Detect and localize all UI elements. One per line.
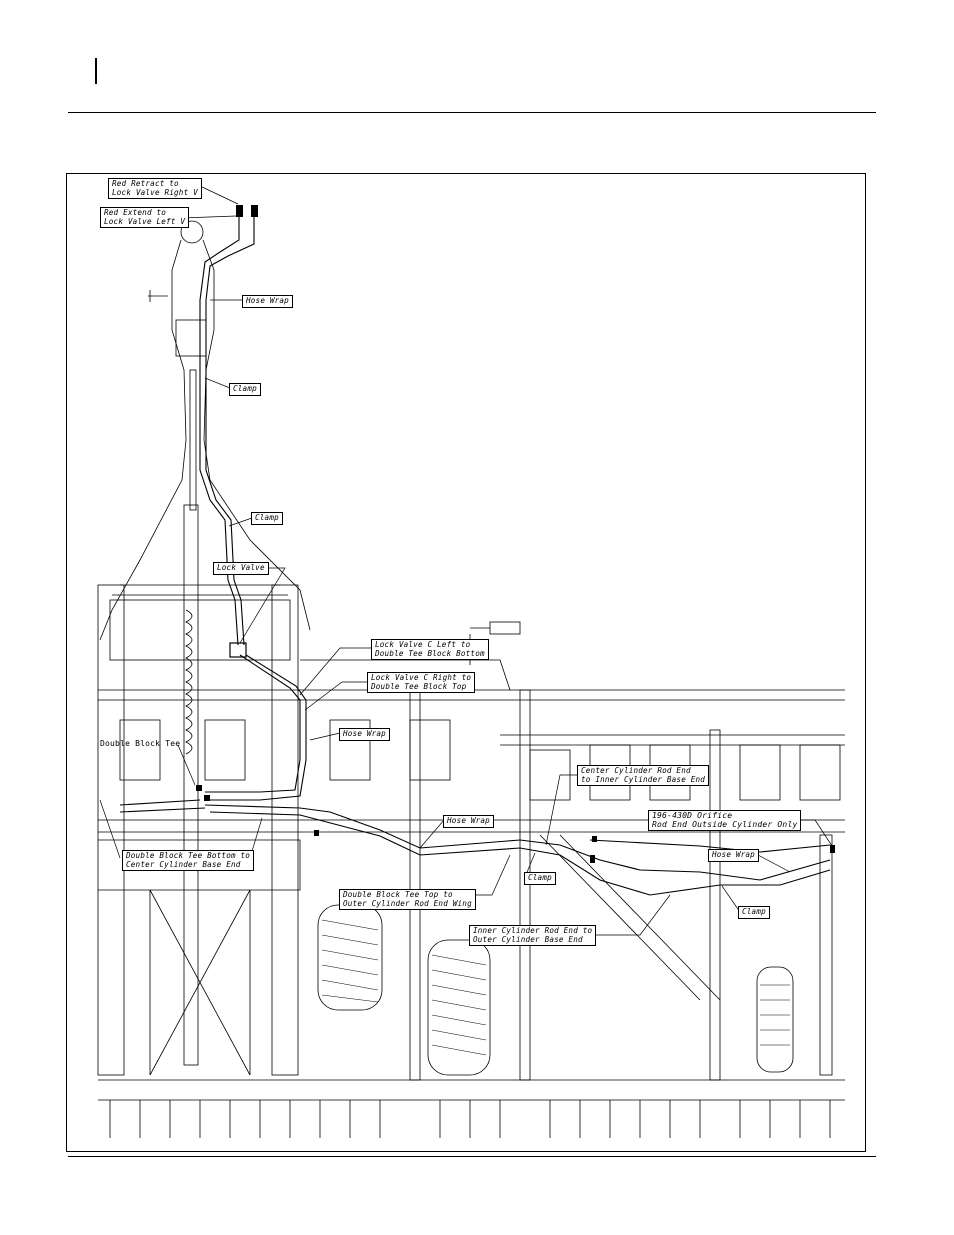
- tongue-right-edge: [202, 239, 311, 631]
- callout-inner-cyl-rod: Inner Cylinder Rod End to Outer Cylinder…: [469, 925, 597, 947]
- upper-arm: [300, 659, 511, 691]
- wing-brace: [539, 834, 721, 1001]
- shanks: [109, 1100, 831, 1138]
- center-platform: [98, 839, 301, 891]
- callout-center-cyl-rod: Center Cylinder Rod End to Inner Cylinde…: [577, 765, 710, 787]
- center-post: [183, 504, 199, 1066]
- hose-left-branch: [119, 799, 206, 813]
- wing-post-far: [819, 834, 833, 1076]
- tire-right: [427, 939, 491, 1076]
- wing-post-mid: [519, 689, 531, 1081]
- callout-double-block-tee-bottom: Double Block Tee Bottom to Center Cylind…: [122, 850, 255, 872]
- tire-tread: [321, 919, 790, 1056]
- hose-left: [199, 212, 240, 646]
- wing-post-left: [409, 689, 421, 1081]
- callout-hose-wrap-low: Hose Wrap: [443, 815, 494, 828]
- callout-lock-valve-c-left: Lock Valve C Left to Double Tee Block Bo…: [371, 639, 489, 661]
- hose-valve-to-tee-2: [210, 654, 307, 801]
- callout-hose-wrap-mid: Hose Wrap: [339, 728, 390, 741]
- tongue-left-edge: [99, 239, 187, 641]
- callout-red-retract: Red Retract to Lock Valve Right V: [108, 178, 202, 200]
- hitch-frame-box: [109, 599, 291, 661]
- callout-red-extend: Red Extend to Lock Valve Left V: [100, 207, 190, 229]
- row-units: [119, 719, 845, 801]
- tongue-plate: [175, 319, 207, 357]
- callout-double-block-tee-top: Double Block Tee Top to Outer Cylinder R…: [339, 889, 476, 911]
- callout-orifice: 196-430D Orifice Rod End Outside Cylinde…: [648, 810, 802, 832]
- wing-post-right: [709, 729, 721, 1081]
- left-frame-rail: [97, 584, 125, 1076]
- callout-clamp-low: Clamp: [524, 872, 556, 885]
- hitch-frame-top: [112, 584, 288, 596]
- callout-lock-valve-c-right: Lock Valve C Right to Double Tee Block T…: [367, 672, 476, 694]
- callout-clamp-upper: Clamp: [229, 383, 261, 396]
- figure-frame: [66, 173, 866, 1152]
- center-spring: [185, 609, 193, 755]
- hose-routing: [119, 212, 831, 896]
- header-rule: [68, 112, 876, 113]
- header-tick: [95, 58, 97, 84]
- hose-inner-wing: [209, 811, 831, 896]
- fittings: [196, 205, 835, 863]
- footer-rule: [68, 1156, 876, 1157]
- hose-outer-wing: [204, 804, 831, 881]
- callout-hose-wrap-right: Hose Wrap: [708, 849, 759, 862]
- jack-handle: [148, 290, 168, 302]
- right-frame-rail: [271, 584, 299, 1076]
- center-braces: [149, 889, 251, 1076]
- hose-right: [205, 212, 255, 646]
- callout-hose-wrap-top: Hose Wrap: [242, 295, 293, 308]
- tire-far-right: [756, 966, 794, 1073]
- callout-clamp-right: Clamp: [738, 906, 770, 919]
- callout-clamp-mid: Clamp: [251, 512, 283, 525]
- hitch-ring: [180, 220, 204, 244]
- tongue-tube: [189, 369, 197, 511]
- callout-double-block-tee: Double Block Tee: [100, 739, 181, 748]
- bottom-toolbar: [98, 1079, 845, 1101]
- valve-box: [489, 621, 521, 635]
- callout-lock-valve: Lock Valve: [213, 562, 269, 575]
- machine-linework: [97, 220, 845, 1138]
- hose-valve-to-tee: [205, 654, 301, 793]
